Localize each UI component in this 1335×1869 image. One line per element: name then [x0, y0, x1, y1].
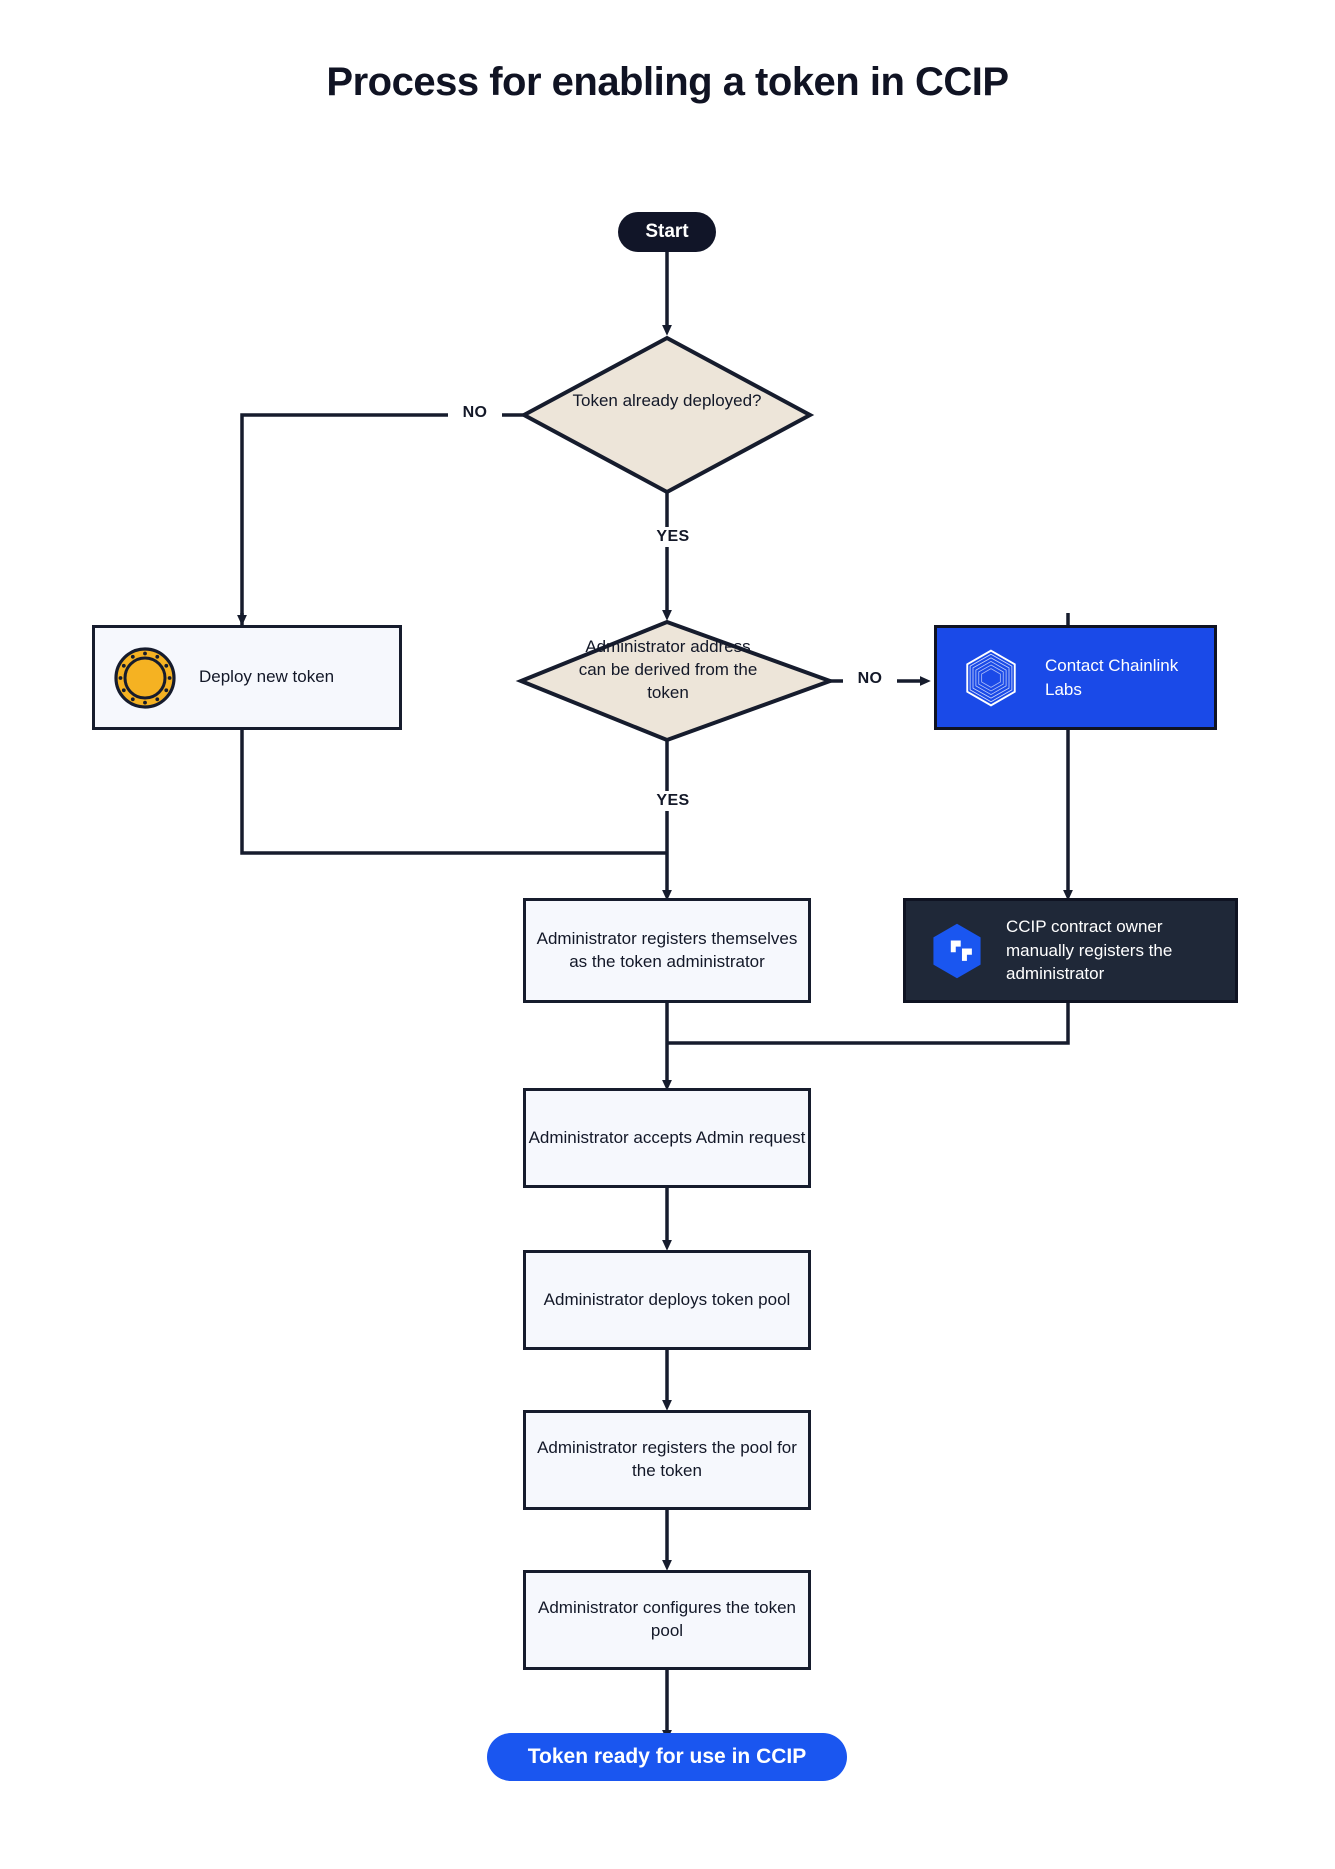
admin-configures-pool-label: Administrator configures the token pool: [538, 1598, 796, 1640]
start-label: Start: [645, 221, 689, 242]
contact-chainlink-labs-label: Contact Chainlink Labs: [1045, 655, 1179, 699]
edge-label-admin-no: NO: [843, 669, 897, 689]
admin-deploys-pool-node[interactable]: Administrator deploys token pool: [523, 1250, 811, 1350]
ccip-logo-icon: [926, 920, 988, 982]
edge-label-deployed-no: NO: [448, 403, 502, 423]
admin-configures-pool-node[interactable]: Administrator configures the token pool: [523, 1570, 811, 1670]
chainlink-logo-icon: [955, 642, 1027, 714]
admin-registers-self-label: Administrator registers themselves as th…: [536, 928, 798, 971]
token-ready-label: Token ready for use in CCIP: [527, 1745, 807, 1768]
deploy-new-token-node[interactable]: Deploy new token: [92, 625, 402, 730]
token-ready-node[interactable]: Token ready for use in CCIP: [487, 1733, 847, 1781]
ccip-owner-registers-node[interactable]: CCIP contract owner manually registers t…: [903, 898, 1238, 1003]
ccip-owner-registers-label: CCIP contract owner manually registers t…: [1006, 916, 1173, 984]
decision-token-deployed-shape: [519, 335, 815, 495]
admin-registers-pool-node[interactable]: Administrator registers the pool for the…: [523, 1410, 811, 1510]
admin-accepts-node[interactable]: Administrator accepts Admin request: [523, 1088, 811, 1188]
page-title: Process for enabling a token in CCIP: [326, 60, 1009, 104]
gold-coin-icon: [113, 646, 177, 710]
contact-chainlink-labs-node[interactable]: Contact Chainlink Labs: [934, 625, 1217, 730]
admin-registers-self-node[interactable]: Administrator registers themselves as th…: [523, 898, 811, 1003]
decision-admin-derived-shape: [515, 619, 836, 743]
deploy-new-token-label: Deploy new token: [199, 667, 335, 687]
edge-label-admin-yes: YES: [644, 791, 702, 811]
start-node[interactable]: Start: [618, 212, 716, 252]
admin-registers-pool-label: Administrator registers the pool for the…: [537, 1438, 797, 1480]
admin-accepts-label: Administrator accepts Admin request: [528, 1127, 806, 1147]
edge-label-deployed-yes: YES: [644, 527, 702, 547]
admin-deploys-pool-label: Administrator deploys token pool: [543, 1289, 791, 1309]
